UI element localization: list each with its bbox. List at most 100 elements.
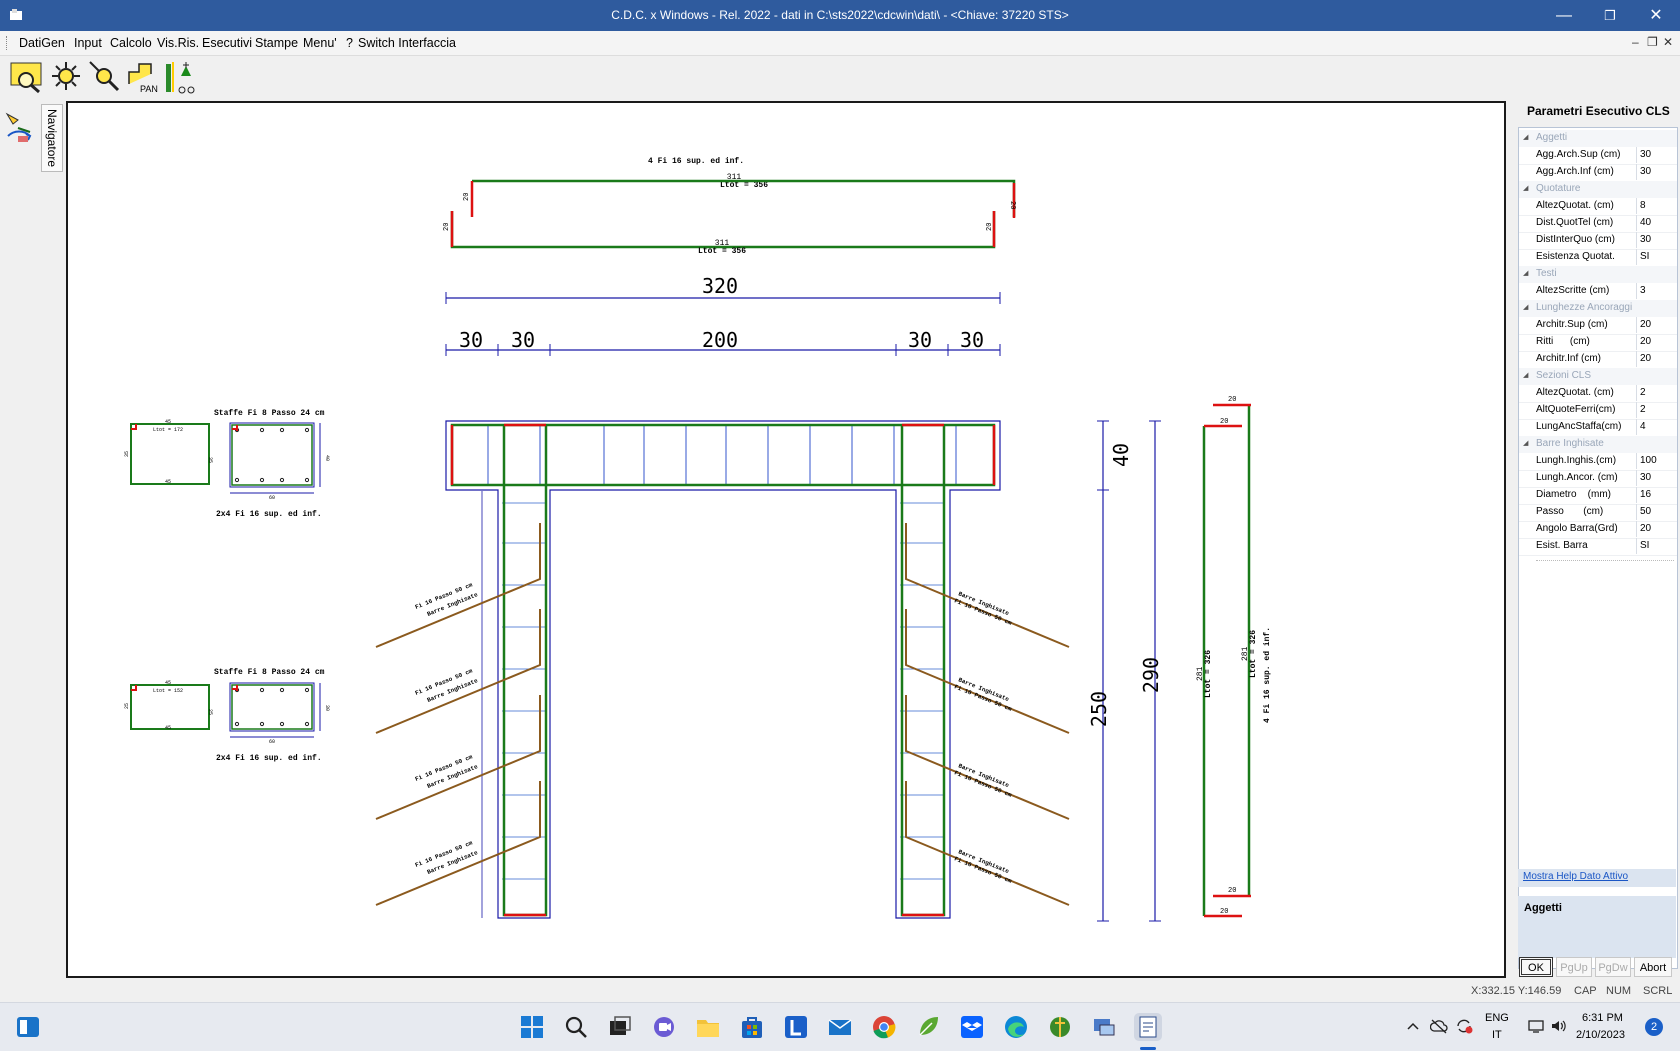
- chrome-icon[interactable]: [870, 1013, 898, 1041]
- group-barre-inghisate[interactable]: ◢Barre Inghisate: [1519, 436, 1677, 453]
- group-sezioni-cls[interactable]: ◢Sezioni CLS: [1519, 368, 1677, 385]
- gis-app-icon[interactable]: [1046, 1013, 1074, 1041]
- leaf-app-icon[interactable]: [914, 1013, 942, 1041]
- collapse-icon[interactable]: ◢: [1523, 134, 1529, 141]
- collapse-icon[interactable]: ◢: [1523, 440, 1529, 447]
- collapse-icon[interactable]: ◢: [1523, 304, 1529, 311]
- pgdw-button[interactable]: PgDw: [1595, 957, 1631, 977]
- menu-visris[interactable]: Vis.Ris.: [157, 36, 200, 50]
- prop-row[interactable]: AltezQuotat. (cm)8: [1519, 198, 1677, 216]
- prop-value[interactable]: 30: [1636, 147, 1680, 163]
- widgets-icon[interactable]: [14, 1013, 42, 1041]
- zoom-icon[interactable]: [88, 60, 122, 94]
- dimension-tools-icon[interactable]: [164, 60, 198, 94]
- search-icon[interactable]: [562, 1013, 590, 1041]
- menu-stampe[interactable]: Stampe: [255, 36, 299, 50]
- prop-value[interactable]: 100: [1636, 453, 1680, 469]
- pan-icon[interactable]: PAN: [126, 60, 160, 94]
- menu-calcolo[interactable]: Calcolo: [110, 36, 152, 50]
- sync-error-icon[interactable]: [1455, 1018, 1473, 1034]
- cloud-sync-icon[interactable]: [1430, 1018, 1448, 1034]
- prop-row[interactable]: Agg.Arch.Inf (cm)30: [1519, 164, 1677, 182]
- prop-row[interactable]: LungAncStaffa(cm)4: [1519, 419, 1677, 437]
- group-testi[interactable]: ◢Testi: [1519, 266, 1677, 283]
- navigator-tool-icon[interactable]: [4, 110, 36, 144]
- prop-row[interactable]: Angolo Barra(Grd)20: [1519, 521, 1677, 539]
- prop-value[interactable]: 30: [1636, 232, 1680, 248]
- help-link[interactable]: Mostra Help Dato Attivo: [1523, 871, 1629, 882]
- prop-row[interactable]: Ritti (cm)20: [1519, 334, 1677, 352]
- clock-date[interactable]: 2/10/2023: [1576, 1029, 1625, 1041]
- prop-row[interactable]: Lungh.Inghis.(cm)100: [1519, 453, 1677, 471]
- zoom-extents-icon[interactable]: [50, 60, 84, 94]
- task-view-icon[interactable]: [606, 1013, 634, 1041]
- edge-icon[interactable]: [1002, 1013, 1030, 1041]
- language-secondary[interactable]: IT: [1492, 1029, 1502, 1041]
- prop-row[interactable]: Agg.Arch.Sup (cm)30: [1519, 147, 1677, 165]
- group-lunghezze-ancoraggi[interactable]: ◢Lunghezze Ancoraggi: [1519, 300, 1677, 317]
- prop-row[interactable]: Architr.Inf (cm)20: [1519, 351, 1677, 369]
- prop-value[interactable]: 20: [1636, 351, 1680, 367]
- start-icon[interactable]: [518, 1013, 546, 1041]
- prop-value[interactable]: 3: [1636, 283, 1680, 299]
- prop-value[interactable]: SI: [1636, 249, 1680, 265]
- prop-value[interactable]: 20: [1636, 334, 1680, 350]
- clock-time[interactable]: 6:31 PM: [1582, 1012, 1623, 1024]
- prop-value[interactable]: 50: [1636, 504, 1680, 520]
- maximize-icon[interactable]: ❐: [1604, 8, 1616, 23]
- menu-help[interactable]: ?: [346, 36, 353, 50]
- mdi-minimize-icon[interactable]: –: [1632, 35, 1639, 49]
- prop-value[interactable]: 2: [1636, 402, 1680, 418]
- cdc-app-icon[interactable]: [1134, 1013, 1162, 1041]
- close-icon[interactable]: ✕: [1649, 7, 1663, 24]
- file-explorer-icon[interactable]: [694, 1013, 722, 1041]
- notification-badge[interactable]: 2: [1645, 1018, 1663, 1036]
- prop-value[interactable]: 20: [1636, 521, 1680, 537]
- mdi-restore-icon[interactable]: ❐: [1647, 35, 1658, 49]
- prop-row[interactable]: DistInterQuo (cm)30: [1519, 232, 1677, 250]
- app-icon[interactable]: [8, 7, 24, 23]
- drawing-canvas[interactable]: 4 Fi 16 sup. ed inf. 311 Ltot = 356 20 2…: [66, 101, 1506, 978]
- mail-icon[interactable]: [826, 1013, 854, 1041]
- menu-input[interactable]: Input: [74, 36, 102, 50]
- prop-row[interactable]: Dist.QuotTel (cm)40: [1519, 215, 1677, 233]
- language-primary[interactable]: ENG: [1485, 1012, 1509, 1024]
- tab-navigatore[interactable]: Navigatore: [41, 104, 63, 172]
- prop-row[interactable]: Esistenza Quotat.SI: [1519, 249, 1677, 267]
- collapse-icon[interactable]: ◢: [1523, 270, 1529, 277]
- group-quotature[interactable]: ◢Quotature: [1519, 181, 1677, 198]
- prop-row[interactable]: Architr.Sup (cm)20: [1519, 317, 1677, 335]
- chevron-up-icon[interactable]: [1406, 1019, 1420, 1033]
- ok-button[interactable]: OK: [1519, 957, 1553, 977]
- menu-switch-interfaccia[interactable]: Switch Interfaccia: [358, 36, 456, 50]
- collapse-icon[interactable]: ◢: [1523, 185, 1529, 192]
- prop-row[interactable]: AltezQuotat. (cm)2: [1519, 385, 1677, 403]
- prop-value[interactable]: 20: [1636, 317, 1680, 333]
- pgup-button[interactable]: PgUp: [1556, 957, 1592, 977]
- volume-icon[interactable]: [1550, 1018, 1568, 1034]
- prop-value[interactable]: 2: [1636, 385, 1680, 401]
- prop-value[interactable]: 30: [1636, 470, 1680, 486]
- prop-row[interactable]: Passo (cm)50: [1519, 504, 1677, 522]
- prop-value[interactable]: 4: [1636, 419, 1680, 435]
- prop-row[interactable]: AltQuoteFerri(cm)2: [1519, 402, 1677, 420]
- store-icon[interactable]: [738, 1013, 766, 1041]
- collapse-icon[interactable]: ◢: [1523, 372, 1529, 379]
- l-app-icon[interactable]: [782, 1013, 810, 1041]
- prop-value[interactable]: 16: [1636, 487, 1680, 503]
- minimize-icon[interactable]: —: [1556, 7, 1572, 24]
- menu-esecutivi[interactable]: Esecutivi: [202, 36, 253, 50]
- prop-value[interactable]: 40: [1636, 215, 1680, 231]
- prop-value[interactable]: 30: [1636, 164, 1680, 180]
- menu-datigen[interactable]: DatiGen: [19, 36, 65, 50]
- chat-icon[interactable]: [650, 1013, 678, 1041]
- zoom-window-icon[interactable]: [10, 60, 44, 94]
- menu-menu[interactable]: Menu': [303, 36, 337, 50]
- group-aggetti[interactable]: ◢Aggetti: [1519, 130, 1677, 147]
- abort-button[interactable]: Abort: [1634, 957, 1672, 977]
- prop-value[interactable]: 8: [1636, 198, 1680, 214]
- network-app-icon[interactable]: [1090, 1013, 1118, 1041]
- prop-value[interactable]: SI: [1636, 538, 1680, 554]
- dropbox-icon[interactable]: [958, 1013, 986, 1041]
